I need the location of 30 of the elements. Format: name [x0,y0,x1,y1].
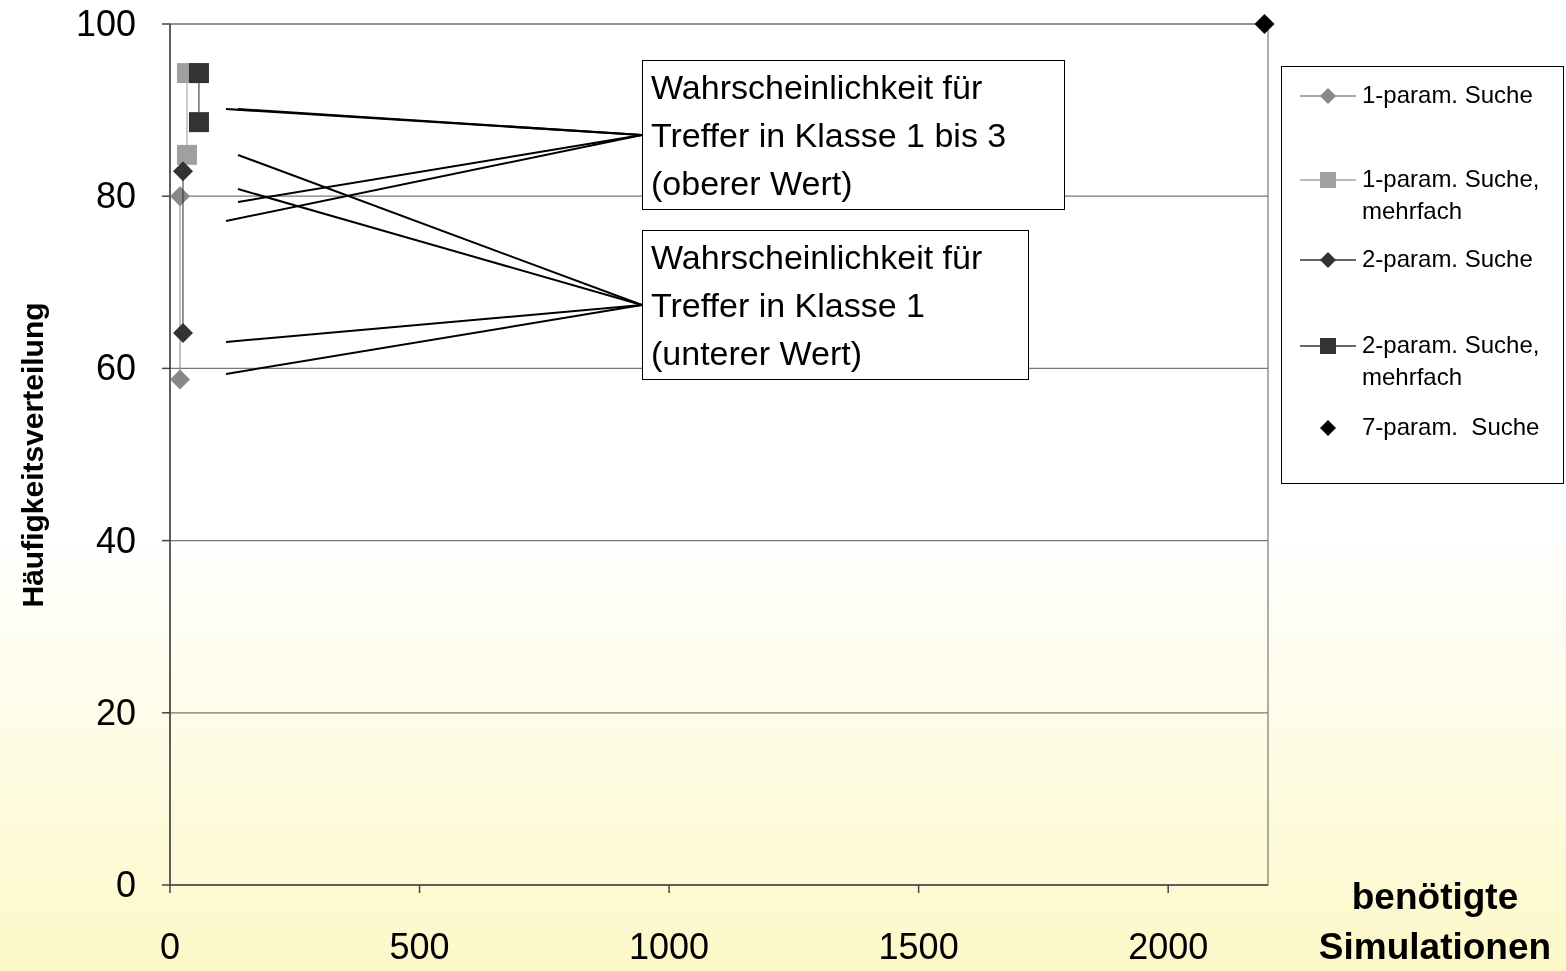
point [188,63,209,84]
tick-label: 20 [95,691,136,734]
point [176,144,197,165]
point [172,161,193,182]
leader-line [237,154,643,306]
tick-label: 40 [95,519,136,562]
tick-label: 2000 [1128,926,1209,968]
leader-line [225,134,643,222]
legend-label: 1-param. Suche [1362,80,1534,110]
callout-box: Wahrscheinlichkeit für Treffer in Klasse 1 bis 3 (oberer Wert) [642,60,1065,210]
tick-label: 60 [95,347,136,390]
tick-label: 80 [95,175,136,218]
axis-title: benötigte Simulationen [1317,875,1553,969]
leader-line [225,304,643,375]
point [169,369,190,390]
point [188,112,209,133]
tick-label: 500 [389,926,450,968]
legend-label: 2-param. Suche, mehrfach [1362,330,1541,392]
axis-title: Häufigkeitsverteilung [16,302,50,608]
tick-label: 100 [75,3,136,45]
tick-label: 0 [160,926,180,968]
tick-label: 1000 [629,926,710,968]
tick-label: 1500 [878,926,959,968]
callout-box: Wahrscheinlichkeit für Treffer in Klasse 1 (unterer Wert) [642,230,1029,380]
tick-label: 0 [115,864,136,906]
leader-line [237,188,643,306]
legend-label: 1-param. Suche, mehrfach [1362,164,1541,226]
point [172,323,193,344]
legend-label: 7-param. Suche [1362,412,1541,442]
legend-label: 2-param. Suche [1362,244,1534,274]
